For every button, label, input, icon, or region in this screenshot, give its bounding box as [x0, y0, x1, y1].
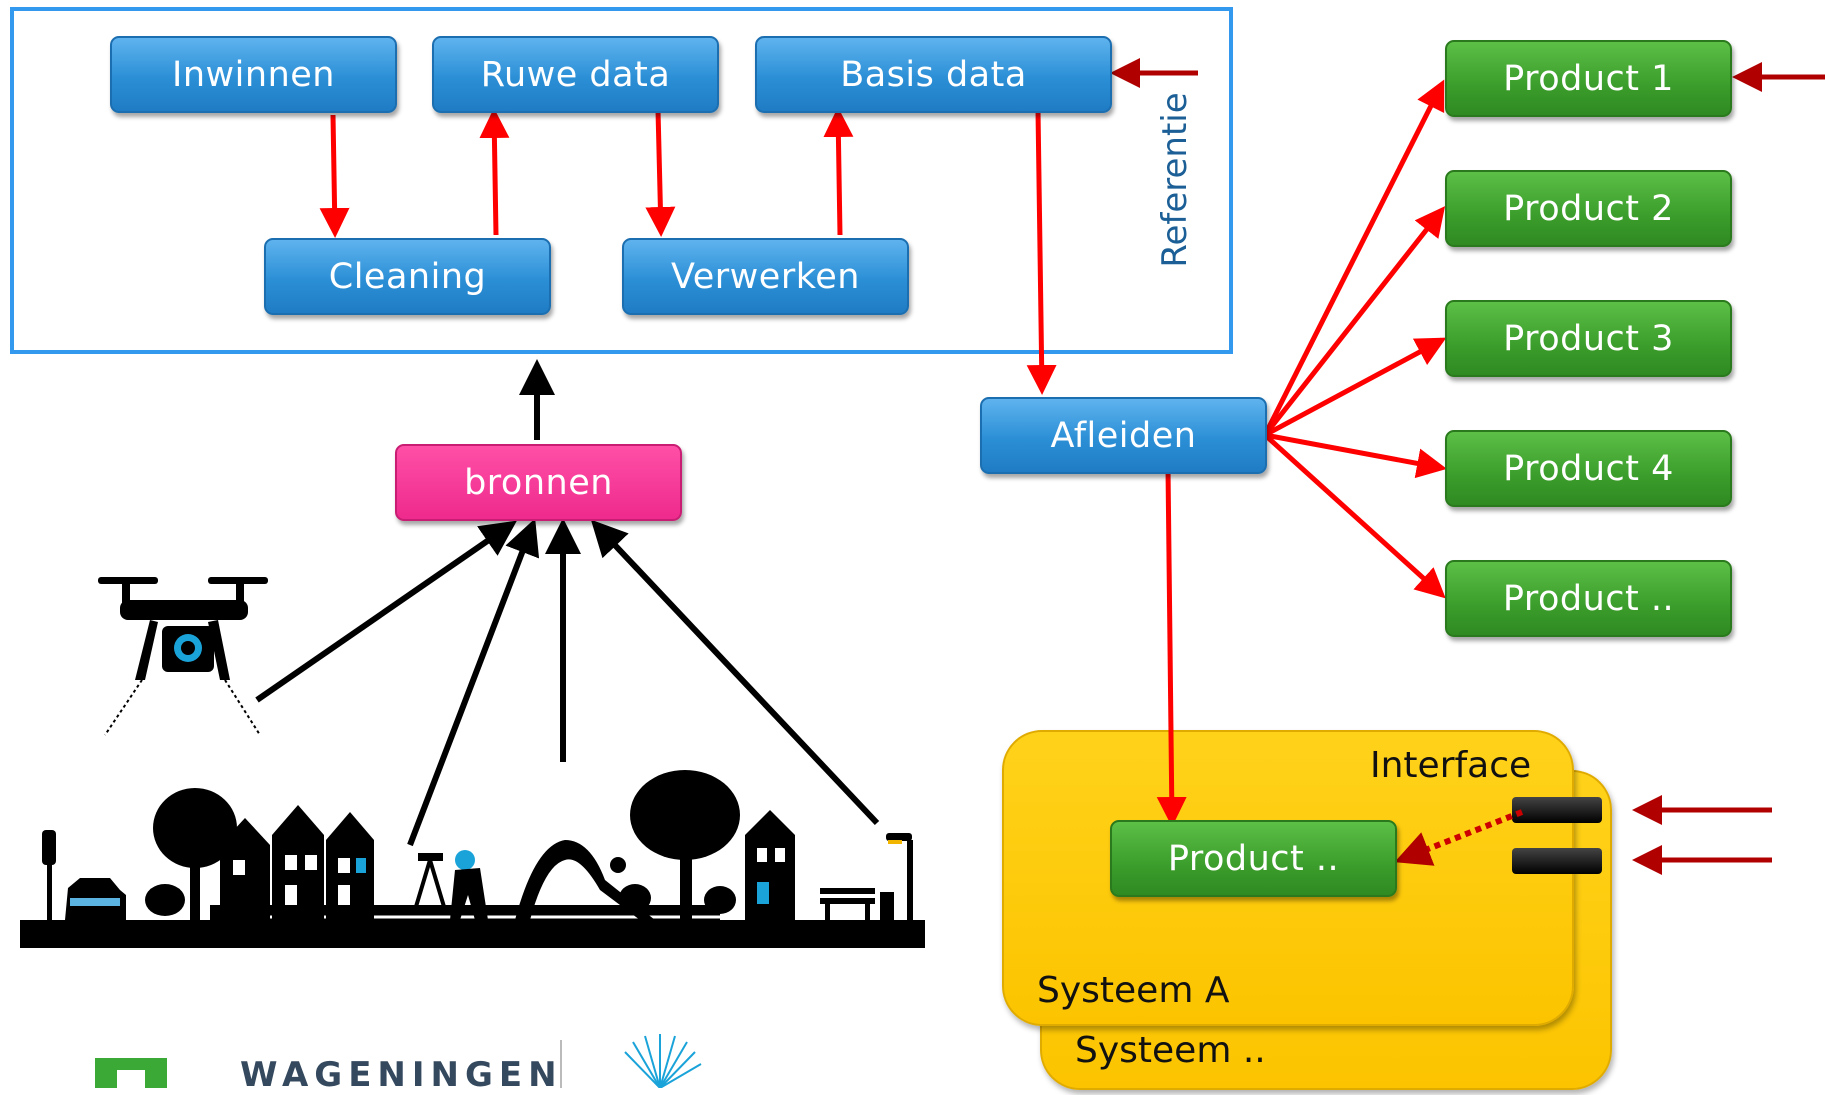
arrow-afleiden-product-2 — [1263, 206, 1446, 437]
basis-data-box: Basis data — [755, 36, 1112, 113]
arrow-afleiden-product-more — [1263, 433, 1446, 599]
product-1-box: Product 1 — [1445, 40, 1732, 117]
arrow-cleaning-ruwe — [479, 108, 510, 236]
wur-logo-text: WAGENINGEN — [240, 1055, 563, 1095]
inwinnen-box: Inwinnen — [110, 36, 397, 113]
system-more-label: Systeem .. — [1075, 1030, 1266, 1071]
arrow-afleiden-product-1 — [1262, 79, 1445, 437]
interface-port-1 — [1512, 797, 1602, 823]
verwerken-box: Verwerken — [622, 238, 909, 315]
arrow-port-product-dotted — [1394, 809, 1524, 866]
product-3-box: Product 3 — [1445, 300, 1732, 377]
ruwe-data-box: Ruwe data — [432, 36, 719, 113]
referentie-label: Referentie — [1155, 92, 1195, 268]
arrow-basis-afleiden — [1026, 109, 1057, 395]
wur-logo-icon — [95, 1058, 167, 1088]
interface-port-2 — [1512, 848, 1602, 874]
arrow-afleiden-product-4 — [1264, 432, 1447, 479]
arrow-inwinnen-cleaning — [319, 114, 350, 238]
product-more-box: Product .. — [1445, 560, 1732, 637]
partner-logo-icon — [624, 1034, 702, 1088]
drone-icon — [98, 577, 268, 736]
system-product-box: Product .. — [1110, 820, 1397, 897]
product-2-box: Product 2 — [1445, 170, 1732, 247]
pipeline-frame — [10, 7, 1233, 354]
arrow-drone-bronnen — [255, 520, 517, 703]
arrow-ruwe-verwerken — [645, 109, 676, 237]
arrow-afleiden-system-product — [1156, 467, 1187, 827]
arrow-surveyor-bronnen — [407, 518, 540, 847]
system-a-label: Systeem A — [1037, 970, 1230, 1011]
arrow-afleiden-product-3 — [1263, 337, 1447, 438]
arrow-verwerken-basis — [823, 107, 854, 236]
cleaning-box: Cleaning — [264, 238, 551, 315]
afleiden-box: Afleiden — [980, 397, 1267, 474]
product-4-box: Product 4 — [1445, 430, 1732, 507]
arrow-streetlight-bronnen — [590, 519, 880, 826]
bronnen-box: bronnen — [395, 444, 682, 521]
logo-divider — [560, 1040, 562, 1088]
street-scene-icon — [20, 770, 925, 948]
interface-label: Interface — [1370, 745, 1532, 786]
